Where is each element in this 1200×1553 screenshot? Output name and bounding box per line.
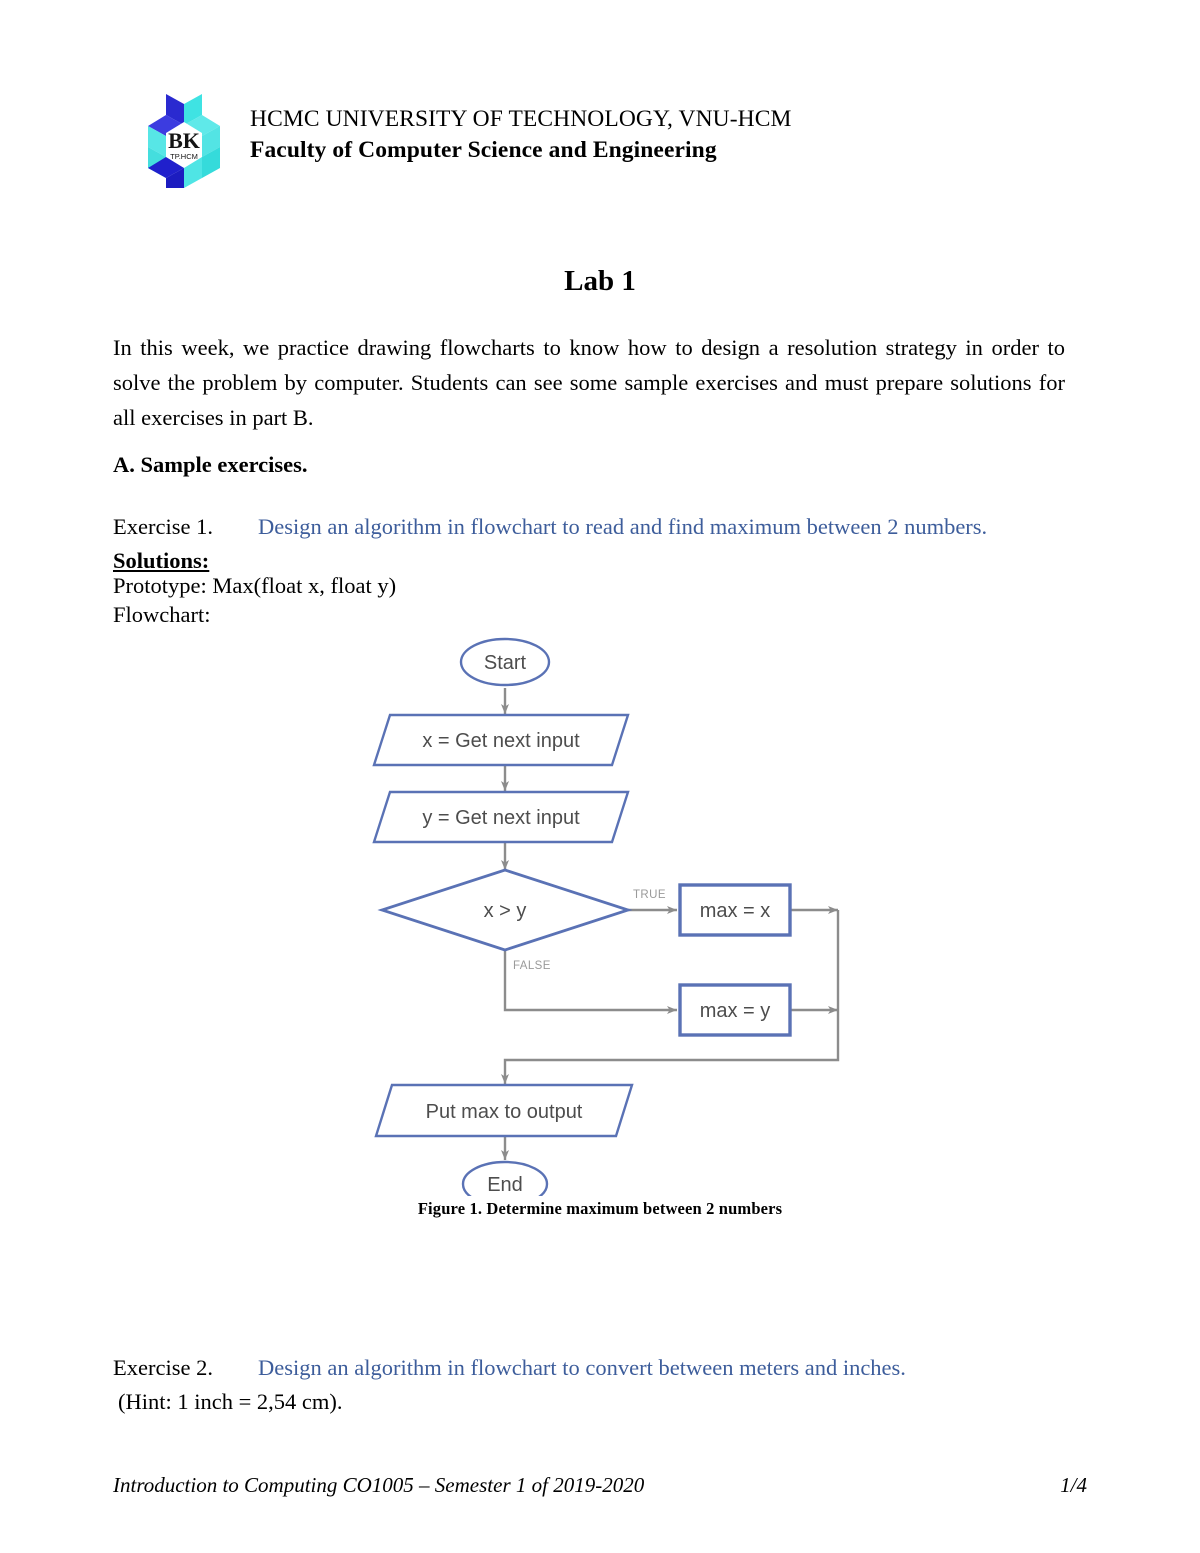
flow-node-end-label: End [487,1174,523,1196]
exercise-1-label: Exercise 1. [113,514,213,539]
exercise-2-description: Design an algorithm in flowchart to conv… [258,1355,906,1380]
edge-label-false: FALSE [513,960,551,972]
exercise-1-line: Exercise 1. Design an algorithm in flowch… [113,514,987,540]
flow-node-input-x-label: x = Get next input [422,730,580,752]
footer-course: Introduction to Computing CO1005 – Semes… [113,1473,645,1497]
letterhead-text: HCMC UNIVERSITY OF TECHNOLOGY, VNU-HCM F… [250,88,792,165]
flow-node-input-y-label: y = Get next input [422,807,580,829]
exercise-1-description: Design an algorithm in flowchart to read… [258,514,988,539]
letterhead: BK TP.HCM HCMC UNIVERSITY OF TECHNOLOGY,… [136,88,792,188]
flow-node-input-y: y = Get next input [372,790,630,844]
flow-node-input-x: x = Get next input [372,713,630,767]
flow-node-assign-y-label: max = y [700,1000,771,1022]
university-name: HCMC UNIVERSITY OF TECHNOLOGY, VNU-HCM [250,106,792,132]
flow-node-output: Put max to output [374,1083,634,1138]
logo-tphcm-text: TP.HCM [170,152,198,161]
page-title: Lab 1 [564,265,636,297]
flowchart-figure: Start x = Get next input y = Get next in… [360,636,880,1196]
flow-node-assign-x: max = x [678,883,792,937]
edge-label-true: TRUE [633,889,666,901]
solutions-heading: Solutions: [113,548,210,573]
exercise-2-line: Exercise 2. Design an algorithm in flowch… [113,1355,906,1381]
section-a-heading: A. Sample exercises. [113,452,308,477]
flow-node-assign-x-label: max = x [700,900,771,922]
bk-hcmut-logo-icon: BK TP.HCM [136,88,232,188]
flow-node-output-label: Put max to output [426,1101,583,1123]
intro-paragraph: In this week, we practice drawing flowch… [113,335,1065,430]
logo-bk-text: BK [168,128,200,153]
exercise-2-label: Exercise 2. [113,1355,213,1380]
figure-caption: Figure 1. Determine maximum between 2 nu… [417,1199,783,1218]
prototype-line: Prototype: Max(float x, float y) [113,573,397,598]
flow-node-assign-y: max = y [678,983,792,1037]
faculty-name: Faculty of Computer Science and Engineer… [250,136,717,163]
flow-node-decision: x > y [377,868,633,952]
flow-node-end: End [461,1160,549,1196]
flow-node-start-label: Start [484,652,527,674]
exercise-2-hint: (Hint: 1 inch = 2,54 cm). [118,1389,343,1414]
footer-page-number: 1/4 [1060,1473,1087,1497]
flow-node-start: Start [459,637,551,687]
flowchart-label: Flowchart: [113,602,211,627]
flow-node-decision-label: x > y [484,900,527,922]
